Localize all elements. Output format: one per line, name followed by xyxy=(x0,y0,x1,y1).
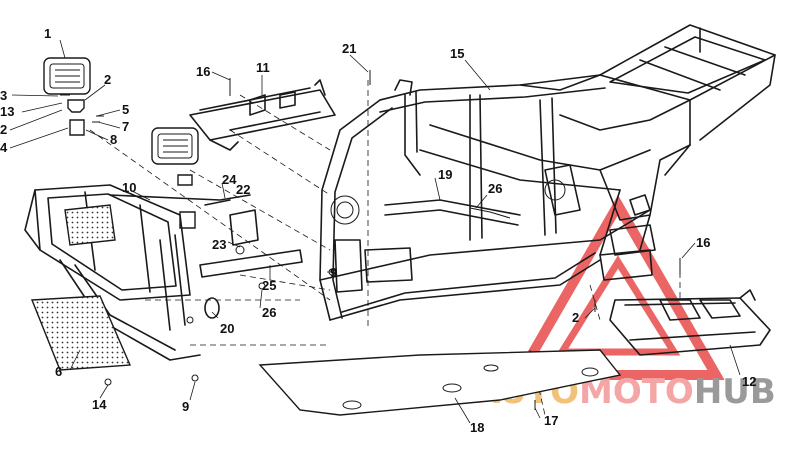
callout-25: 25 xyxy=(262,278,276,293)
main-frame xyxy=(319,24,776,321)
mounting-brackets xyxy=(60,70,681,410)
callout-5: 5 xyxy=(122,102,129,117)
leader-lines xyxy=(9,39,741,424)
callout-11: 11 xyxy=(256,60,270,75)
callout-7: 7 xyxy=(122,119,129,134)
belly-skid-plate xyxy=(258,349,622,416)
callout-16: 16 xyxy=(696,235,710,250)
front-bumper xyxy=(24,184,251,361)
footrest-right xyxy=(609,289,771,356)
callout-18: 18 xyxy=(470,420,484,435)
callout-16: 16 xyxy=(196,64,210,79)
callout-1: 1 xyxy=(44,26,51,41)
callout-15: 15 xyxy=(450,46,464,61)
callout-9: 9 xyxy=(182,399,189,414)
callout-22: 22 xyxy=(236,182,250,197)
callout-2: 2 xyxy=(572,310,579,325)
callout-26: 26 xyxy=(262,305,276,320)
callout-4: 4 xyxy=(0,140,8,155)
callout-26: 26 xyxy=(488,181,502,196)
callout-24: 24 xyxy=(222,172,237,187)
watermark-text-hub: HUB xyxy=(694,372,776,412)
front-skid-plate xyxy=(30,295,132,371)
callout-10: 10 xyxy=(122,180,136,195)
callout-17: 17 xyxy=(544,413,558,428)
callout-23: 23 xyxy=(212,237,226,252)
callout-19: 19 xyxy=(438,167,452,182)
callout-labels: 1 2 3 13 2 4 5 7 8 16 11 21 15 10 24 22 … xyxy=(0,26,756,435)
callout-2: 2 xyxy=(104,72,111,87)
callout-21: 21 xyxy=(342,41,356,56)
headlight-lower xyxy=(151,127,199,229)
callout-9: 9 xyxy=(330,265,337,280)
callout-3: 3 xyxy=(0,88,7,103)
callout-8: 8 xyxy=(110,132,117,147)
footrest-left xyxy=(189,79,336,151)
headlight-upper xyxy=(43,57,91,136)
callout-12: 12 xyxy=(742,374,756,389)
callout-14: 14 xyxy=(92,397,107,412)
assembly-lines xyxy=(89,80,681,416)
callout-13: 13 xyxy=(0,104,14,119)
watermark-triangle-inner xyxy=(555,255,681,356)
callout-6: 6 xyxy=(55,364,62,379)
callout-2: 2 xyxy=(0,122,7,137)
callout-20: 20 xyxy=(220,321,234,336)
